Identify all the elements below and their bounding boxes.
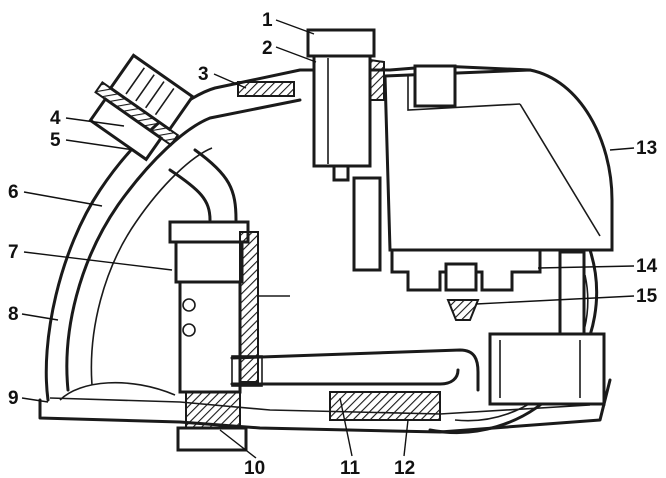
column-top [168, 220, 250, 244]
leader-lines [21, 19, 635, 459]
top-cap [306, 28, 376, 58]
tank-top-inner [407, 76, 521, 111]
bottom-outlet-hatch [185, 391, 241, 429]
tank-body [383, 68, 614, 252]
valve-inner [444, 262, 478, 292]
tank-inner-curve [519, 103, 601, 237]
column-body [174, 240, 244, 284]
right-box [488, 332, 606, 406]
upper-tube-nozzle [332, 164, 350, 182]
outer-housing-shell [44, 64, 532, 402]
callout-15: 15 [636, 286, 658, 307]
base-plate [38, 378, 612, 434]
callout-14: 14 [636, 256, 658, 277]
callout-1: 1 [262, 10, 273, 31]
bent-pipe [168, 148, 238, 222]
housing-inner-rib [90, 147, 213, 386]
callout-2: 2 [262, 38, 273, 59]
hatched-block-12 [329, 391, 441, 421]
bottom-outlet-cap [176, 426, 248, 452]
upper-tube-collar [369, 58, 385, 101]
callout-7: 7 [8, 242, 19, 263]
top-filter-3 [237, 81, 295, 97]
tank-stem [352, 176, 382, 272]
callout-11: 11 [340, 458, 361, 478]
callout-8: 8 [8, 304, 19, 325]
base-arc-left [59, 381, 176, 401]
tilted-cartridge-base [88, 97, 164, 162]
right-column [558, 250, 586, 336]
callout-6: 6 [8, 182, 19, 203]
callout-10: 10 [244, 458, 265, 478]
callout-3: 3 [198, 64, 209, 85]
tank-top-cap [413, 64, 457, 108]
callout-12: 12 [394, 458, 415, 478]
column-side-plate [239, 231, 259, 383]
valve-seal-15 [446, 299, 480, 321]
base-plate-inner [49, 397, 591, 415]
horizontal-pipe-cap [231, 355, 263, 387]
upper-tube [312, 54, 372, 168]
callout-13: 13 [636, 138, 657, 159]
callout-4: 4 [50, 108, 61, 129]
callout-5: 5 [50, 130, 61, 151]
horizontal-pipe [230, 348, 480, 392]
housing-inner-wall [65, 98, 302, 392]
callout-9: 9 [8, 388, 19, 409]
